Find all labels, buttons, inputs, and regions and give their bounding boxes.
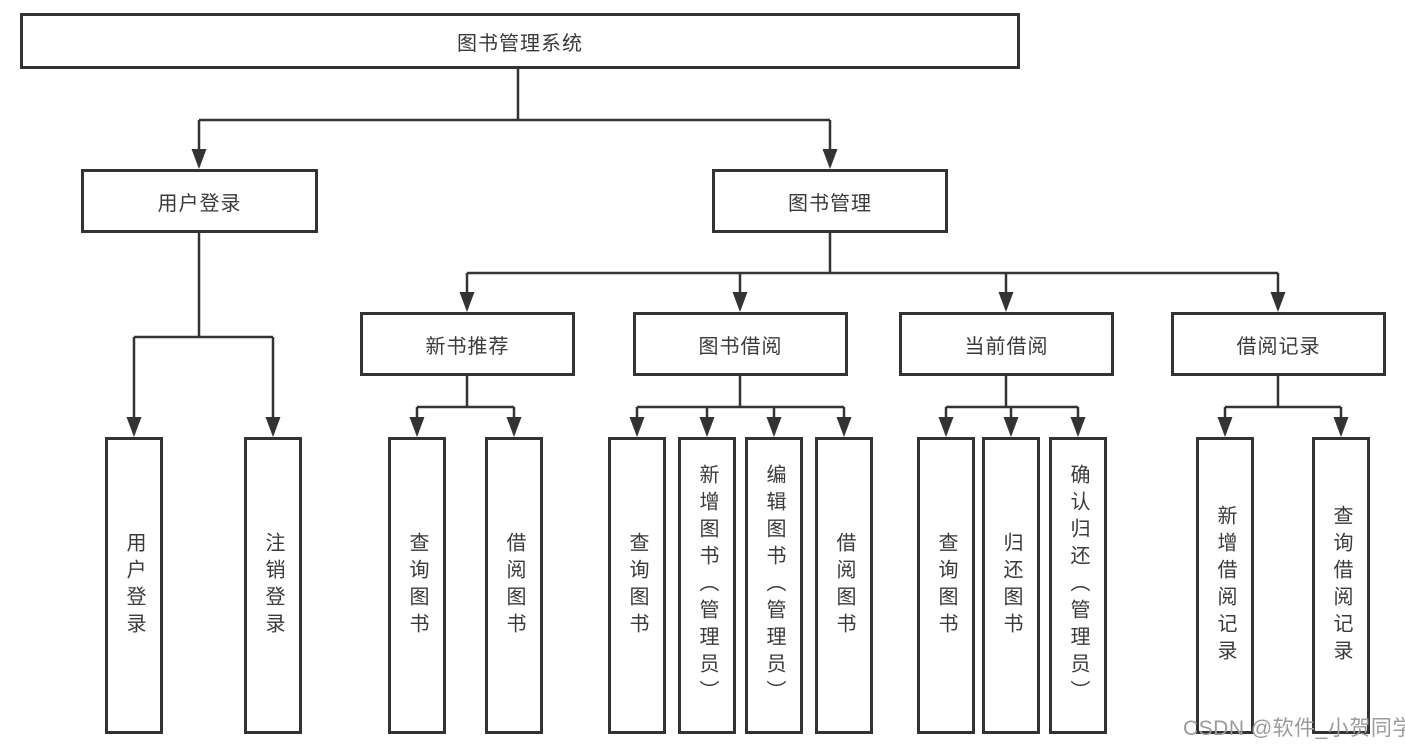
node-borrow-records: 借阅记录: [1171, 312, 1386, 376]
node-borrow-books-1: 借阅图书: [485, 437, 543, 734]
node-new-book-recommend: 新书推荐: [360, 312, 575, 376]
node-add-books-admin: 新增图书（管理员）: [678, 437, 736, 734]
node-confirm-return-admin: 确认归还（管理员）: [1049, 437, 1107, 734]
node-query-books-1: 查询图书: [388, 437, 446, 734]
node-book-management-branch: 图书管理: [712, 169, 948, 233]
csdn-watermark: CSDN @软件_小贺同学: [1183, 717, 1405, 740]
node-book-borrow: 图书借阅: [633, 312, 848, 376]
node-user-login-leaf: 用户登录: [105, 437, 163, 734]
node-root-system: 图书管理系统: [20, 13, 1020, 69]
node-query-books-3: 查询图书: [917, 437, 975, 734]
node-return-books: 归还图书: [982, 437, 1040, 734]
node-borrow-books-2: 借阅图书: [815, 437, 873, 734]
node-user-login-branch: 用户登录: [81, 169, 318, 233]
node-current-borrow: 当前借阅: [899, 312, 1114, 376]
node-query-books-2: 查询图书: [608, 437, 666, 734]
node-query-borrow-record: 查询借阅记录: [1312, 437, 1370, 734]
node-add-borrow-record: 新增借阅记录: [1196, 437, 1254, 734]
node-logout-leaf: 注销登录: [244, 437, 302, 734]
node-edit-books-admin: 编辑图书（管理员）: [745, 437, 803, 734]
arrowhead-icons: [126, 149, 1349, 437]
